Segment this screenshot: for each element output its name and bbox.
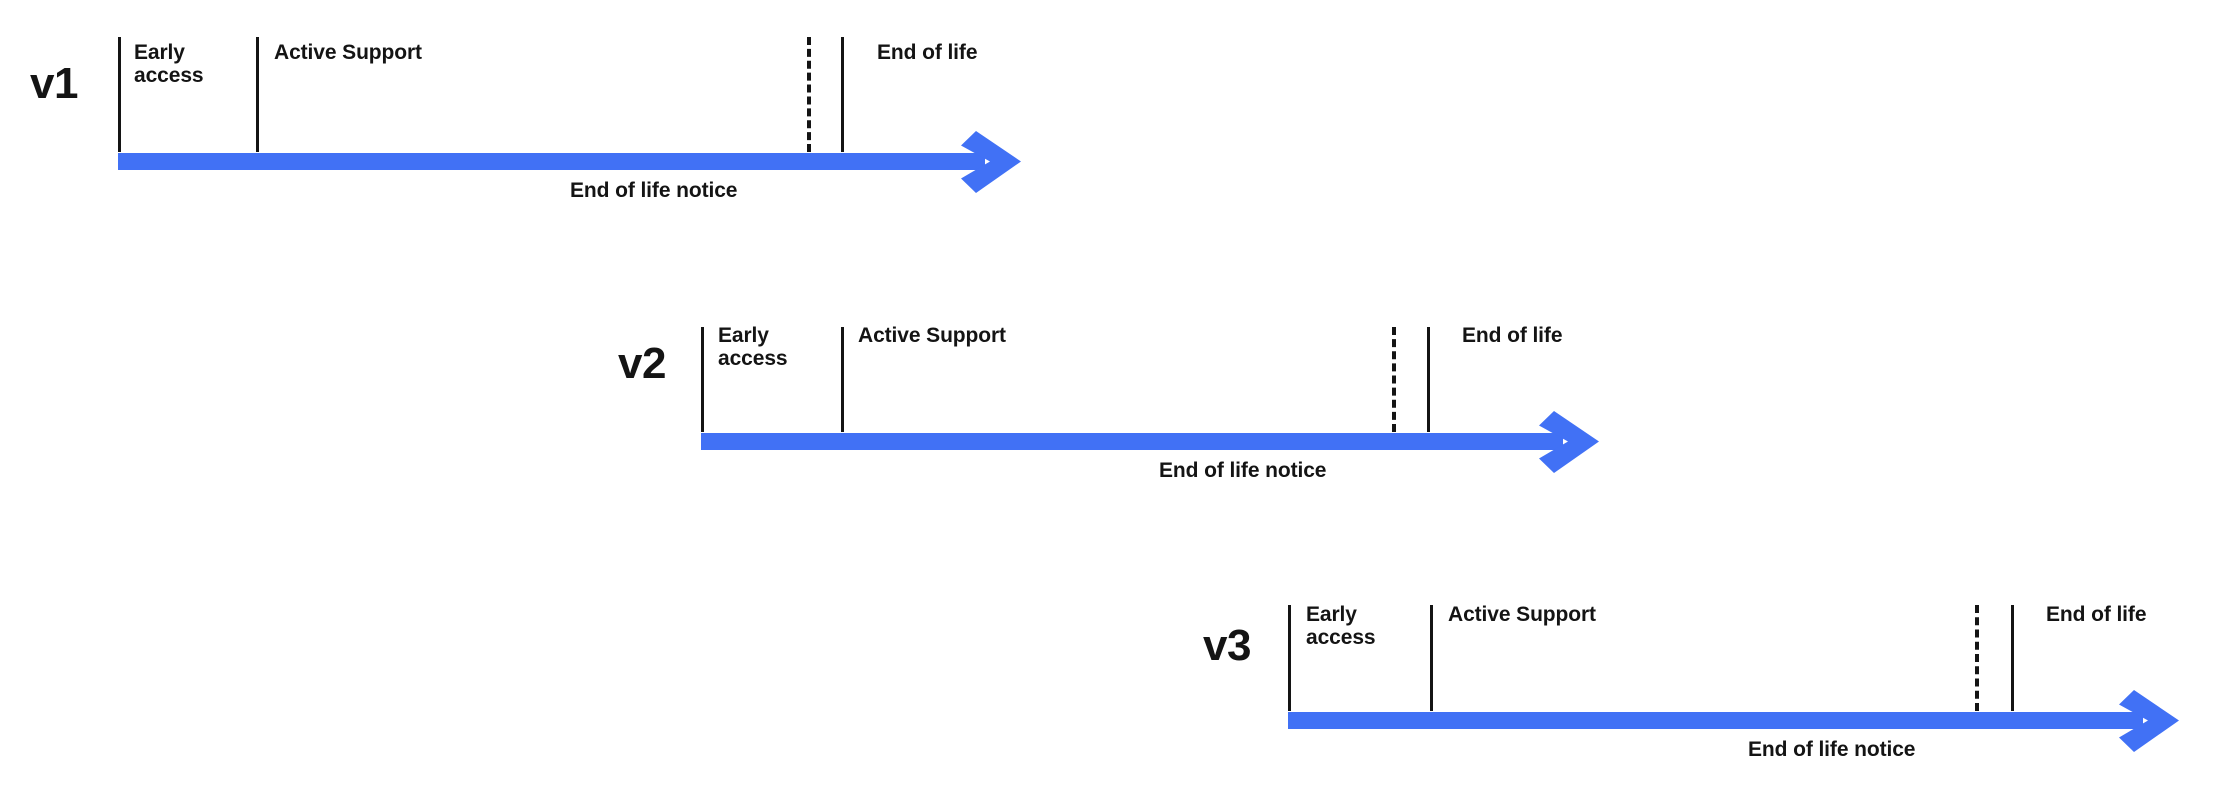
eol-notice-caption-v1: End of life notice [570,179,738,202]
lifecycle-arrow-shaft-v1 [118,153,985,170]
phase-label-v3-1: Active Support [1448,603,1596,626]
phase-divider-tick-v1-0 [118,37,121,152]
phase-divider-tick-v1-3 [841,37,844,152]
phase-divider-tick-v3-0 [1288,605,1291,711]
phase-divider-tick-v2-3 [1427,327,1430,432]
version-label-v2: v2 [618,339,666,388]
lifecycle-arrow-shaft-v2 [701,433,1563,450]
lifecycle-arrow-head-icon-v3 [2118,689,2180,753]
phase-label-v3-0: Early access [1306,603,1376,649]
phase-divider-tick-v2-1 [841,327,844,432]
lifecycle-arrow-head-icon-v2 [1538,410,1600,474]
phase-divider-tick-v3-3 [2011,605,2014,711]
phase-label-v2-1: Active Support [858,324,1006,347]
eol-notice-dashed-tick-v3 [1975,605,1979,711]
lifecycle-arrow-head-icon-v1 [960,130,1022,194]
eol-notice-caption-v2: End of life notice [1159,459,1327,482]
phase-divider-tick-v2-0 [701,327,704,432]
phase-label-v2-0: Early access [718,324,788,370]
eol-notice-dashed-tick-v2 [1392,327,1396,432]
phase-label-v1-1: Active Support [274,41,422,64]
phase-label-v3-2: End of life [2046,603,2147,626]
phase-divider-tick-v3-1 [1430,605,1433,711]
eol-notice-dashed-tick-v1 [807,37,811,152]
phase-label-v1-0: Early access [134,41,204,87]
phase-divider-tick-v1-1 [256,37,259,152]
eol-notice-caption-v3: End of life notice [1748,738,1916,761]
version-label-v1: v1 [30,59,78,108]
phase-label-v2-2: End of life [1462,324,1563,347]
version-label-v3: v3 [1203,621,1251,670]
lifecycle-arrow-shaft-v3 [1288,712,2143,729]
phase-label-v1-2: End of life [877,41,978,64]
